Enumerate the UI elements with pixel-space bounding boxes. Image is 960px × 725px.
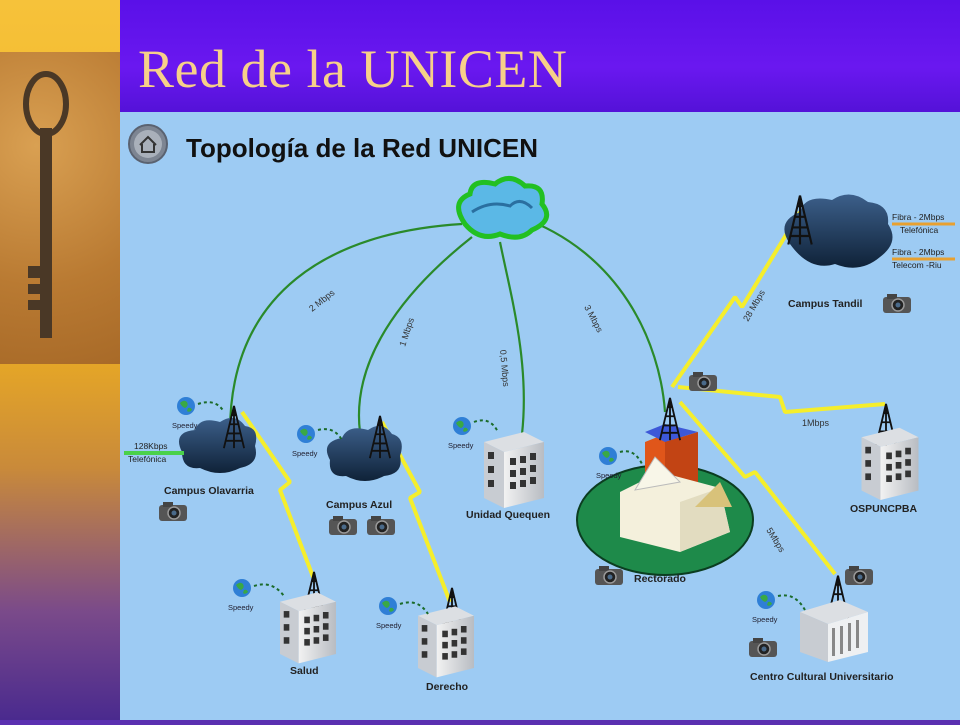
fibra-telefonica-label: Fibra - 2Mbps (892, 212, 944, 222)
speedy-globe-icon (297, 425, 315, 443)
link-label-ospuncpba: 1Mbps (802, 418, 830, 428)
label-ospuncpba: OSPUNCPBA (850, 503, 918, 515)
node-campus-tandil: Fibra - 2Mbps Telefónica Fibra - 2Mbps T… (784, 194, 955, 314)
label-centro-cultural: Centro Cultural Universitario (750, 671, 894, 683)
derecho-building-icon (418, 606, 474, 678)
link-label-quequen: 0,5 Mbps (498, 349, 511, 387)
link-rectorado (519, 215, 667, 413)
node-campus-azul: Speedy Campus Azul (292, 414, 402, 536)
speedy-label: Speedy (376, 621, 402, 630)
sidebar-decoration (0, 0, 120, 720)
ospuncpba-building-icon (861, 427, 919, 500)
speedy-globe-icon (379, 597, 397, 615)
node-derecho: Speedy Derecho (376, 586, 474, 693)
node-campus-olavarria: 128Kbps Telefónica Speedy Campus Olavarr… (124, 397, 257, 522)
wireless-tandil (670, 210, 802, 389)
label-salud: Salud (290, 665, 319, 677)
wireless-centro (678, 400, 837, 576)
speedy-label: Speedy (292, 449, 318, 458)
speedy-globe-icon (453, 417, 471, 435)
wireless-ospuncpba (677, 385, 886, 414)
speedy-globe-icon (757, 591, 775, 609)
olavarria-external-label: 128Kbps (134, 441, 168, 451)
node-centro-cultural: Speedy Centro Cultural Universitario (748, 565, 894, 683)
slide-title: Red de la UNICEN (138, 39, 568, 99)
label-campus-tandil: Campus Tandil (788, 298, 863, 310)
speedy-globe-icon (599, 447, 617, 465)
node-rectorado: Speedy Rectorado (576, 396, 754, 586)
wireless-derecho (380, 421, 452, 603)
salud-building-icon (280, 592, 336, 664)
speedy-label: Speedy (752, 615, 778, 624)
speedy-label: Speedy (172, 421, 198, 430)
olavarria-external-provider: Telefónica (128, 454, 167, 464)
fibra-telecom-provider: Telecom -Riu (892, 260, 942, 270)
key-photo (0, 52, 120, 364)
label-derecho: Derecho (426, 681, 468, 693)
link-quequen (498, 241, 525, 435)
label-rectorado: Rectorado (634, 573, 686, 585)
label-campus-azul: Campus Azul (326, 499, 392, 511)
home-icon[interactable] (128, 124, 168, 164)
node-salud: Speedy Salud (228, 570, 336, 677)
speedy-label: Speedy (228, 603, 254, 612)
speedy-label: Speedy (596, 471, 622, 480)
node-ospuncpba: OSPUNCPBA (850, 402, 919, 515)
label-campus-olavarria: Campus Olavarria (164, 485, 254, 497)
link-olavarria (228, 222, 463, 433)
internet-cloud (456, 176, 550, 240)
speedy-globe-icon (233, 579, 251, 597)
quequen-building-icon (484, 432, 544, 508)
link-azul (357, 236, 473, 433)
label-unidad-quequen: Unidad Quequen (466, 509, 550, 521)
title-bar (120, 0, 960, 112)
node-unidad-quequen: Speedy Unidad Quequen (448, 417, 550, 521)
speedy-label: Speedy (448, 441, 474, 450)
speedy-globe-icon (177, 397, 195, 415)
fibra-telefonica-provider: Telefónica (900, 225, 939, 235)
wireless-salud (240, 410, 317, 583)
diagram-title: Topología de la Red UNICEN (186, 133, 538, 163)
fibra-telecom-label: Fibra - 2Mbps (892, 247, 944, 257)
network-diagram: Topología de la Red UNICEN 2 Mbps 1 Mbps… (120, 112, 960, 720)
